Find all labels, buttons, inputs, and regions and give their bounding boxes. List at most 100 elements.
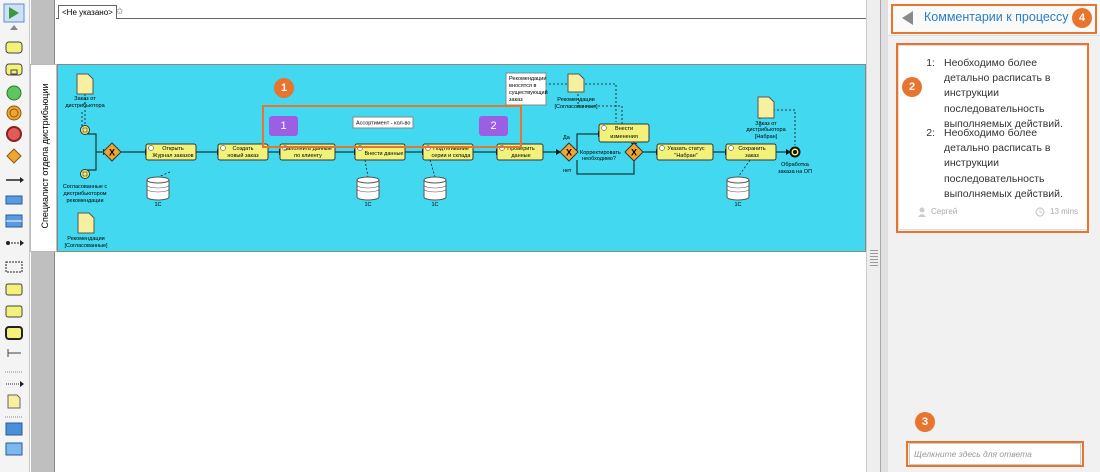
back-arrow-icon[interactable] <box>902 11 913 25</box>
end-event[interactable] <box>789 146 801 158</box>
exclusive-gateway[interactable]: X <box>624 142 644 162</box>
start-event[interactable] <box>80 125 90 135</box>
intermediate-event-icon <box>6 105 22 121</box>
folder-icon <box>5 422 23 436</box>
doc-label-line: Рекомендации <box>557 97 594 103</box>
pool-shape-icon <box>5 195 23 205</box>
data-object[interactable]: Заказ от дистрибьютора <box>65 73 106 109</box>
task[interactable]: Открыть Журнал заказов <box>145 143 197 161</box>
badge-1: 1 <box>274 78 294 98</box>
task[interactable]: Заполнить данные по клиенту <box>279 143 336 161</box>
highlight-box <box>896 43 1089 233</box>
data-store[interactable]: 1С <box>726 176 750 208</box>
diagram-link-icon <box>5 442 23 456</box>
note-line: Рекомендации <box>509 76 546 82</box>
doc-label-line: дистрибьютора <box>746 127 786 133</box>
gateway-symbol: X <box>109 148 115 158</box>
task-label-line: Проверить <box>507 146 535 152</box>
badge-3: 3 <box>915 412 935 432</box>
task-label-line: заказ <box>745 153 759 159</box>
data-object[interactable]: Рекомендации [Согласованные] <box>64 212 108 249</box>
user-icon <box>220 145 226 151</box>
task-label-line: Сохранить <box>738 146 765 152</box>
start-event-icon <box>6 85 22 101</box>
badge-2: 2 <box>902 77 922 97</box>
note-line: существующий <box>509 89 548 96</box>
comment-text: Необходимо более детально расписать в ин… <box>944 57 1063 130</box>
vertical-scrollbar[interactable] <box>866 0 880 472</box>
end-label-line: Обработка <box>781 162 810 168</box>
doc-label-line: дистрибьютора <box>65 103 105 109</box>
task[interactable]: Сохранить заказ <box>725 143 777 161</box>
user-icon <box>659 145 665 151</box>
doc-label-line: Заказ от <box>74 96 96 102</box>
comment-time: 13 mins <box>1050 207 1079 216</box>
task-label-line: новый заказ <box>227 152 259 159</box>
task-label-line: Подтягивание <box>433 146 469 152</box>
doc-label-line: [Согласованные] <box>64 243 108 249</box>
add-tab-icon[interactable]: ✩ <box>116 6 124 16</box>
task-label-line: Журнал заказов <box>152 153 193 159</box>
data-store[interactable]: 1С <box>356 176 380 208</box>
exclusive-gateway[interactable]: X <box>102 142 122 162</box>
question-label-line: необходимо? <box>582 156 616 162</box>
exclusive-gateway[interactable]: X <box>559 142 579 162</box>
end-event-icon <box>6 126 22 142</box>
text-annotation[interactable]: Рекомендации вносятся в существующий зак… <box>505 72 548 106</box>
comment-marker-2[interactable]: 2 <box>479 116 508 136</box>
start-event[interactable] <box>80 169 90 179</box>
task-label-line: Внести <box>615 126 633 132</box>
task-label-line: Заполнить данные <box>284 146 332 152</box>
comment-number: 2: <box>926 127 935 139</box>
scroll-up-icon <box>10 25 18 30</box>
doc-label-line: Рекомендации <box>67 236 104 242</box>
pointer-icon <box>9 7 19 19</box>
task[interactable]: Создать новый заказ <box>217 143 269 161</box>
task-label-line: "Набран" <box>674 153 697 159</box>
end-label-line: заказа на ОП <box>778 169 812 175</box>
start-label-line: Согласованные с <box>63 184 108 190</box>
note-line: заказ <box>509 97 523 103</box>
task-label-line: данные <box>511 153 530 159</box>
comment-item: 2: Необходимо более детально расписать в… <box>899 126 1089 202</box>
event-subprocess-icon <box>5 326 23 340</box>
data-object[interactable]: Заказ от дистрибьютора [Набран] <box>746 96 787 140</box>
gateway-shape-icon <box>6 148 22 164</box>
data-store[interactable]: 1С <box>146 176 170 208</box>
palette-icons <box>3 3 25 456</box>
comment-number: 1: <box>926 57 935 69</box>
task-label-line: серии и склада <box>432 153 472 159</box>
comment-card: 1: Необходимо более детально расписать в… <box>898 45 1088 230</box>
associations <box>81 83 796 178</box>
comment-text: Необходимо более детально расписать в ин… <box>944 127 1063 200</box>
task-label-line: Открыть <box>162 146 184 152</box>
note-line: Ассортимент - кол-во <box>356 121 410 127</box>
task-label-line: изменения <box>610 134 638 140</box>
panel-splitter[interactable] <box>880 0 888 472</box>
note-line: вносятся в <box>509 83 536 89</box>
gateway-symbol: X <box>631 148 637 158</box>
highlight-box <box>262 105 522 148</box>
message-flow-icon <box>6 241 10 245</box>
task[interactable]: Внести изменения <box>598 123 650 143</box>
yes-label: Да <box>563 135 571 141</box>
user-icon <box>601 125 607 131</box>
task-label-line: Указать статус <box>667 146 705 152</box>
text-annotation[interactable]: Ассортимент - кол-во <box>352 116 414 129</box>
comment-marker-1[interactable]: 1 <box>269 116 298 136</box>
start-label-line: рекомендации <box>66 198 103 204</box>
task-label-line: Внести данные <box>365 151 404 157</box>
task-shape-icon <box>5 41 23 54</box>
reply-input[interactable]: Щелкните здесь для ответа <box>909 443 1081 465</box>
data-store[interactable]: 1С <box>423 176 447 208</box>
data-object[interactable]: Рекомендации [Согласованные] <box>554 73 598 110</box>
gateway-symbol: X <box>566 148 572 158</box>
start-label-line: дистрибьютором <box>63 191 106 197</box>
diagram-tab[interactable]: <Не указано> <box>58 5 117 19</box>
store-label: 1С <box>431 202 438 208</box>
scroll-grip[interactable] <box>870 250 878 266</box>
lane-header[interactable]: Специалист отдела дистрибьюции <box>30 64 57 252</box>
task[interactable]: Указать статус "Набран" <box>656 143 714 161</box>
